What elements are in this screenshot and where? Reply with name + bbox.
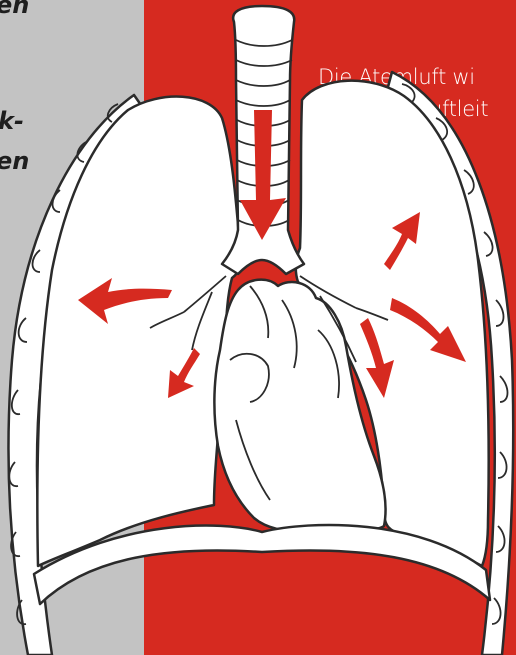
left-lung [37, 97, 241, 566]
